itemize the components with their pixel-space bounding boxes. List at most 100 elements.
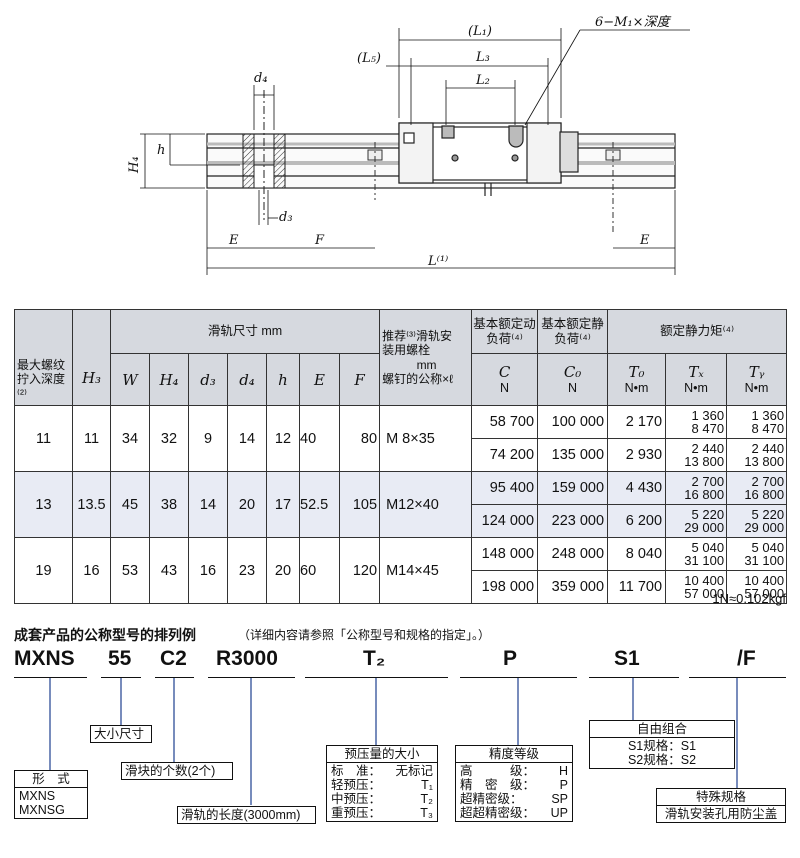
label-L5: (L₅) <box>357 51 381 66</box>
cell-d4: 23 <box>227 537 267 604</box>
label-E-left: E <box>228 233 239 248</box>
header-d3: d₃ <box>188 353 228 406</box>
cell-tx-value: 13 800 <box>684 454 725 469</box>
box-size: 大小尺寸 <box>90 725 152 743</box>
header-dyn-load: 基本额定动负荷⁽⁴⁾ <box>471 309 539 354</box>
cell-tx-value: 31 100 <box>684 553 725 568</box>
special-line: 滑轨安装孔用防尘盖 <box>664 807 778 821</box>
dimension-lines <box>140 28 690 275</box>
cell-c: 95 400 <box>471 471 539 505</box>
cell-ty-value: 2 700 <box>751 474 785 489</box>
label-F: F <box>314 233 325 248</box>
accuracy-code: UP <box>550 806 568 820</box>
code-blocks: C2 <box>160 647 187 670</box>
header-h: h <box>266 353 300 406</box>
box-accuracy-head: 精度等级 <box>456 746 572 763</box>
accuracy-label: 超精密级： <box>460 792 523 806</box>
underline-preload <box>305 677 448 678</box>
label-H4: H₄ <box>127 156 142 174</box>
cell-bolt: M14×45 <box>379 537 473 604</box>
cell-tx-value: 5 220 <box>691 507 725 522</box>
cell-f: 120 <box>338 537 381 604</box>
box-length: 滑轨的长度(3000mm) <box>177 806 316 824</box>
cell-c: 148 000 <box>471 537 539 571</box>
preload-code: T₂ <box>420 792 434 806</box>
underline-size <box>101 677 141 678</box>
box-special: 特殊规格 滑轨安装孔用防尘盖 <box>656 788 786 823</box>
header-F: F <box>338 353 381 406</box>
form-line-2: MXNSG <box>19 803 65 817</box>
cell-h3: 11 <box>72 405 111 472</box>
mounting-hole-section <box>242 90 286 220</box>
header-bolt: 推荐⁽³⁾滑轨安装用螺栓 mm 螺钉的公称×ℓ <box>379 309 473 406</box>
preload-label: 中预压： <box>331 792 382 806</box>
cell-c0: 248 000 <box>537 537 609 571</box>
cell-tx-value: 16 800 <box>684 487 725 502</box>
cell-tx-value: 8 470 <box>691 421 725 436</box>
cell-w: 34 <box>110 405 150 472</box>
cell-h: 12 <box>266 405 300 472</box>
cell-tx-value: 10 400 <box>684 573 725 588</box>
guide-rail-drawing: (L₁) L₃ L₂ (L₅) 6−M₁×深度 d₄ d₃ H₄ h E F E… <box>127 15 690 275</box>
cell-tx-value: 5 040 <box>691 540 725 555</box>
preload-code: T₃ <box>420 806 433 820</box>
box-blocks: 滑块的个数(2个) <box>121 762 233 780</box>
cell-c0: 100 000 <box>537 405 609 439</box>
box-preload-head: 预压量的大小 <box>327 746 437 763</box>
box-form: 形 式 MXNS MXNSG <box>14 770 88 819</box>
rail-hole-marks <box>367 142 621 235</box>
code-size: 55 <box>108 647 132 670</box>
accuracy-line: 高 级：H <box>460 764 568 778</box>
cell-w: 45 <box>110 471 150 538</box>
header-H4: H₄ <box>149 353 189 406</box>
cell-tx-value: 57 000 <box>684 586 725 601</box>
cell-depth: 11 <box>14 405 73 472</box>
preload-code: T₁ <box>421 778 433 792</box>
cell-bolt: M 8×35 <box>379 405 473 472</box>
cell-f: 105 <box>338 471 381 538</box>
unit-note: 1N≈0.102kgf <box>712 591 786 606</box>
preload-label: 轻预压： <box>331 778 382 792</box>
form-line-1: MXNS <box>19 789 56 803</box>
preload-label: 重预压： <box>331 806 382 820</box>
code-form: MXNS <box>14 647 75 670</box>
cell-e: 60 <box>299 537 340 604</box>
label-d3: d₃ <box>279 210 293 225</box>
label-E-right: E <box>639 233 650 248</box>
box-special-head: 特殊规格 <box>657 789 785 806</box>
cell-t0: 4 430 <box>607 471 667 505</box>
underline-accuracy <box>460 677 577 678</box>
underline-length <box>208 677 295 678</box>
preload-line: 重预压： T₃ <box>331 806 433 820</box>
header-W: W <box>110 353 150 406</box>
cell-bolt: M12×40 <box>379 471 473 538</box>
code-special: /F <box>737 647 756 670</box>
header-moment: 额定静力矩⁽⁴⁾ <box>607 309 788 354</box>
combo-line-2: S2规格：S2 <box>627 753 697 767</box>
carriage-block <box>398 122 579 196</box>
header-E: E <box>299 353 340 406</box>
header-max-depth: 最大螺纹拧入深度⁽²⁾ <box>14 309 73 406</box>
cell-t0: 8 040 <box>607 537 667 571</box>
label-L: L⁽¹⁾ <box>427 254 448 269</box>
cell-ty-value: 8 470 <box>751 421 785 436</box>
cell-depth: 13 <box>14 471 73 538</box>
cell-c0: 359 000 <box>537 570 609 604</box>
label-h: h <box>157 143 165 158</box>
cell-t0: 6 200 <box>607 504 667 538</box>
cell-c: 124 000 <box>471 504 539 538</box>
cell-c: 74 200 <box>471 438 539 472</box>
